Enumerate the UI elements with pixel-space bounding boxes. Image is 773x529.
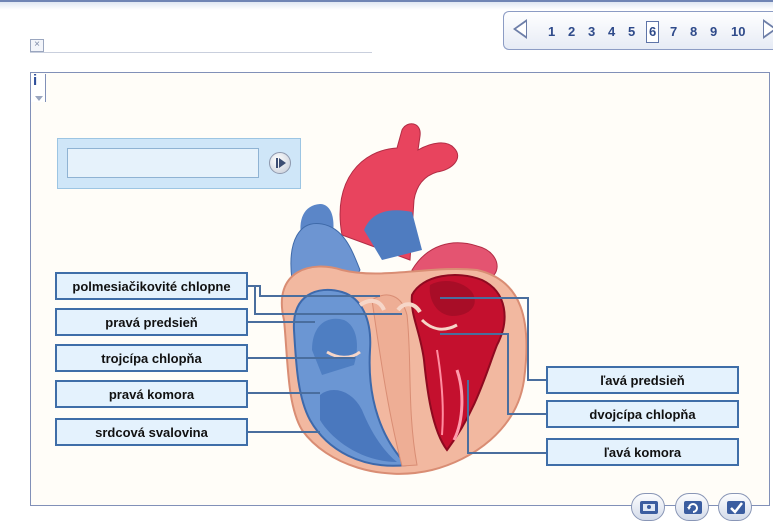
user-button[interactable] bbox=[631, 493, 665, 521]
label-left-atrium[interactable]: ľavá predsieň bbox=[546, 366, 739, 394]
check-icon bbox=[725, 498, 747, 518]
label-tricuspid-valve[interactable]: trojcípa chlopňa bbox=[55, 344, 248, 372]
label-right-atrium[interactable]: pravá predsieň bbox=[55, 308, 248, 336]
label-pulmonary-valves[interactable]: polmesiačikovité chlopne bbox=[55, 272, 248, 300]
user-icon bbox=[638, 498, 660, 518]
label-heart-muscle[interactable]: srdcová svalovina bbox=[55, 418, 248, 446]
label-bicuspid-valve[interactable]: dvojcípa chlopňa bbox=[546, 400, 739, 428]
check-button[interactable] bbox=[718, 493, 752, 521]
label-right-ventricle[interactable]: pravá komora bbox=[55, 380, 248, 408]
refresh-icon bbox=[682, 498, 704, 518]
refresh-button[interactable] bbox=[675, 493, 709, 521]
label-left-ventricle[interactable]: ľavá komora bbox=[546, 438, 739, 466]
